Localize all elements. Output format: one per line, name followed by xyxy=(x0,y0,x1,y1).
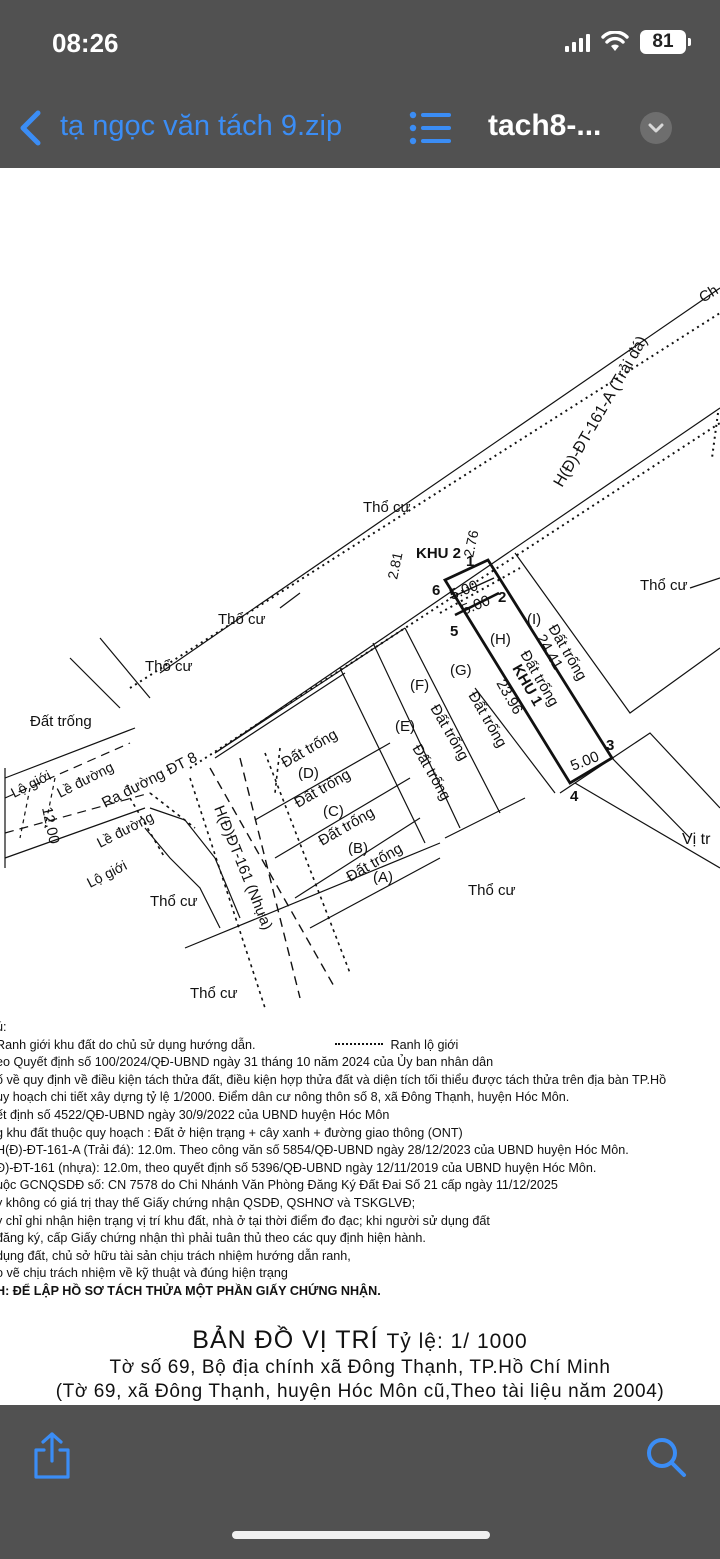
tho-cu-label-6: Thổ cư xyxy=(150,893,198,910)
top-bar: 08:26 81 tạ ngọc văn tách 9.zip tach8-..… xyxy=(0,0,720,168)
lot-e-label: (E) xyxy=(395,718,415,735)
note-line: H: ĐỂ LẬP HỒ SƠ TÁCH THỬA MỘT PHẦN GIẤY … xyxy=(0,1283,381,1298)
map-title-main: BẢN ĐỒ VỊ TRÍ xyxy=(192,1326,379,1354)
note-line: g khu đất thuộc quy hoạch : Đất ở hiện t… xyxy=(0,1125,463,1140)
note-line: Ranh lộ giới xyxy=(390,1037,459,1052)
note-line: o vẽ chịu trách nhiệm về kỹ thuật và đún… xyxy=(0,1266,288,1281)
tho-cu-label-5: Thổ cư xyxy=(468,882,516,899)
note-legend: Ranh giới khu đất do chủ sử dụng hướng d… xyxy=(0,1037,720,1055)
tho-cu-label-3: Thổ cư xyxy=(145,658,193,675)
note-line: ú: xyxy=(0,1020,7,1034)
search-icon[interactable] xyxy=(644,1435,688,1479)
dotted-legend-mark xyxy=(335,1042,384,1045)
lot-f-label: (F) xyxy=(410,677,429,694)
lot-d-label: (D) xyxy=(298,765,319,782)
lot-g-label: (G) xyxy=(450,662,472,679)
map-label-ch: Ch xyxy=(696,282,720,307)
title-menu-button[interactable] xyxy=(640,112,672,144)
dim-281: 2.81 xyxy=(384,550,405,580)
notes-block: ú: Ranh giới khu đất do chủ sử dụng hướn… xyxy=(0,1019,720,1301)
dim-276: 2.76 xyxy=(460,528,481,558)
point-5: 5 xyxy=(450,623,458,640)
note-line: H(Đ)-ĐT-161-A (Trải đá): 12.0m. Theo côn… xyxy=(0,1143,629,1158)
map-title-block: BẢN ĐỒ VỊ TRÍ Tỷ lệ: 1/ 1000 Tờ số 69, B… xyxy=(0,1326,720,1403)
document-title[interactable]: tach8-... xyxy=(488,109,602,142)
tho-cu-label-4: Thổ cư xyxy=(640,577,688,594)
note-line: Đ)-ĐT-161 (nhựa): 12.0m, theo quyết định… xyxy=(0,1160,597,1175)
lo-gioi-label-2: Lộ giới xyxy=(84,857,129,891)
width-label: 12.00 xyxy=(38,805,62,845)
point-2: 2 xyxy=(498,589,506,606)
note-line: dụng đất, chủ sở hữu tài sản chịu trách … xyxy=(0,1248,351,1263)
back-chevron-icon[interactable] xyxy=(16,110,46,146)
note-line: y không có giá trị thay thế Giấy chứng n… xyxy=(0,1195,416,1210)
bottom-toolbar xyxy=(0,1405,720,1559)
dat-trong-left-label: Đất trống xyxy=(30,713,92,730)
point-1: 1 xyxy=(466,553,474,570)
chevron-down-icon xyxy=(648,123,664,133)
location-map: Ch H(Đ)-ĐT-161-A (Trải đá) H(Đ)ĐT-161 (N… xyxy=(4,282,720,1009)
dat-trong-e-label: Đất trống xyxy=(409,742,455,804)
note-line: ết định số 4522/QĐ-UBND ngày 30/9/2022 c… xyxy=(0,1107,390,1122)
dat-trong-f-label: Đất trống xyxy=(427,702,473,764)
list-icon[interactable] xyxy=(408,108,454,148)
document-page[interactable]: Ch H(Đ)-ĐT-161-A (Trải đá) H(Đ)ĐT-161 (N… xyxy=(0,168,720,1405)
map-scale: Tỷ lệ: 1/ 1000 xyxy=(386,1330,528,1353)
map-subtitle-2: (Tờ 69, xã Đông Thạnh, huyện Hóc Môn cũ,… xyxy=(55,1381,665,1402)
tho-cu-label-2: Thổ cư xyxy=(218,611,266,628)
tho-cu-label-7: Thổ cư xyxy=(190,985,238,1002)
note-line: eo Quyết định số 100/2024/QĐ-UBND ngày 3… xyxy=(0,1055,494,1070)
road-b-label: H(Đ)ĐT-161 (Nhựa) xyxy=(210,803,275,932)
point-3: 3 xyxy=(606,737,614,754)
home-indicator[interactable] xyxy=(232,1531,490,1539)
map-title: BẢN ĐỒ VỊ TRÍ Tỷ lệ: 1/ 1000 xyxy=(0,1326,720,1355)
back-button-label[interactable]: tạ ngọc văn tách 9.zip xyxy=(60,110,343,142)
road-dt8-label: Ra đường ĐT 8 xyxy=(99,749,200,812)
wifi-icon xyxy=(601,31,629,51)
note-line: đăng ký, cấp Giấy chứng nhận thì phải tu… xyxy=(0,1231,426,1246)
note-line: uy hoạch chi tiết xây dựng tỷ lệ 1/2000.… xyxy=(0,1090,570,1105)
note-line: y chỉ ghi nhận hiện trạng vị trí khu đất… xyxy=(0,1213,490,1228)
lot-a-label: (A) xyxy=(373,869,393,886)
note-line: uộc GCNQSDĐ số: CN 7578 do Chi Nhánh Văn… xyxy=(0,1178,558,1193)
point-6: 6 xyxy=(432,582,440,599)
lot-h-label: (H) xyxy=(490,631,511,648)
tho-cu-label-1: Thổ cư xyxy=(363,499,411,516)
lot-b-label: (B) xyxy=(348,840,368,857)
status-time: 08:26 xyxy=(52,28,119,58)
lot-i-label: (I) xyxy=(527,611,541,628)
share-icon[interactable] xyxy=(30,1431,74,1481)
battery-icon: 81 xyxy=(640,30,691,54)
point-4: 4 xyxy=(570,788,579,805)
map-subtitle: Tờ số 69, Bộ địa chính xã Đông Thạnh, TP… xyxy=(109,1357,611,1378)
nav-bar: tạ ngọc văn tách 9.zip tach8-... xyxy=(0,100,720,156)
status-icons: 81 xyxy=(565,30,691,54)
vi-tri-label: Vị tr xyxy=(682,831,711,848)
note-line: Ranh giới khu đất do chủ sử dụng hướng d… xyxy=(0,1037,256,1052)
dim-500-c: 5.00 xyxy=(568,748,601,775)
lo-gioi-label-1: Lộ giới xyxy=(8,767,53,801)
road-a-label: H(Đ)-ĐT-161-A (Trải đá) xyxy=(551,333,651,490)
note-line: ố về quy định về điều kiện tách thửa đất… xyxy=(0,1072,667,1087)
khu2-label: KHU 2 xyxy=(416,545,461,562)
lot-c-label: (C) xyxy=(323,803,344,820)
signal-icon xyxy=(565,32,590,52)
